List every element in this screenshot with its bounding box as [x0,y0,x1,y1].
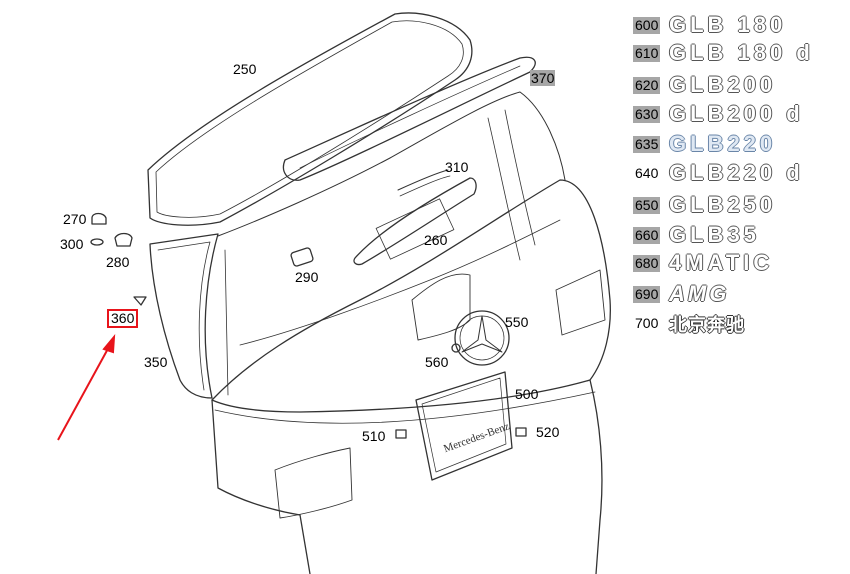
badge-text: AMG [669,281,730,306]
badge-text: 北京奔驰 [669,315,745,335]
badge-text: GLB220 d [669,160,804,185]
badge-code: 640 [635,165,659,181]
callout-360: 360 [107,309,139,328]
badge-row-630: 630 GLB200 d [633,101,843,126]
callout-560: 560 [425,354,449,370]
callout-310: 310 [445,159,469,175]
callout-260: 260 [424,232,448,248]
callout-550: 550 [505,314,529,330]
badge-code: 600 [633,17,661,34]
star-emblem-550 [454,310,510,366]
badge-code: 660 [633,227,661,244]
callout-520: 520 [536,424,560,440]
callout-270: 270 [63,211,87,227]
callout-290: 290 [295,269,319,285]
clip-280 [114,232,133,247]
badge-text: GLB200 [669,72,777,97]
badge-code: 635 [633,136,661,153]
callout-350: 350 [144,354,168,370]
rear-window-glass [147,12,473,226]
badge-code: 680 [633,255,661,272]
lower-body [211,379,603,574]
grommet-560 [451,343,461,353]
badge-code: 690 [633,286,661,303]
badge-row-600: 600 GLB 180 [633,12,843,37]
badge-text: GLB220 [669,131,777,156]
badge-code: 700 [635,315,659,331]
callout-250: 250 [233,61,257,77]
side-trim-350 [149,233,219,399]
badge-row-700: 700 北京奔驰 [633,314,843,335]
badge-text: 4MATIC [669,250,774,275]
washer-300 [90,238,104,246]
badge-row-650: 650 GLB250 [633,192,843,217]
license-plate-500 [415,371,513,481]
badge-row-690: 690 AMG [633,281,843,306]
badge-row-635: 635 GLB220 [633,131,843,156]
part-290 [290,247,314,267]
callout-280: 280 [106,254,130,270]
callout-500: 500 [515,386,539,402]
badge-row-640: 640 GLB220 d [633,160,843,185]
callout-510: 510 [362,428,386,444]
callout-300: 300 [60,236,84,252]
badge-text: GLB200 d [669,101,804,126]
badge-text: GLB 180 [669,12,787,37]
badge-text: GLB250 [669,192,777,217]
badge-row-660: 660 GLB35 [633,222,843,247]
badge-code: 630 [633,106,661,123]
badge-row-610: 610 GLB 180 d [633,40,843,65]
screw-520 [515,427,527,437]
callout-370: 370 [530,70,556,86]
badge-row-620: 620 GLB200 [633,72,843,97]
badge-code: 620 [633,77,661,94]
tailgate-outline [211,179,611,413]
screw-510 [395,429,407,439]
annotation-arrow [57,333,116,441]
badge-text: GLB 180 d [669,40,814,65]
clip-360 [133,296,147,306]
handle-260 [353,177,477,266]
badge-row-680: 680 4MATIC [633,250,843,275]
clip-270 [91,212,107,225]
badge-code: 650 [633,197,661,214]
badge-text: GLB35 [669,222,760,247]
plate-text: Mercedes-Benz [442,420,511,455]
badge-code: 610 [633,45,661,62]
